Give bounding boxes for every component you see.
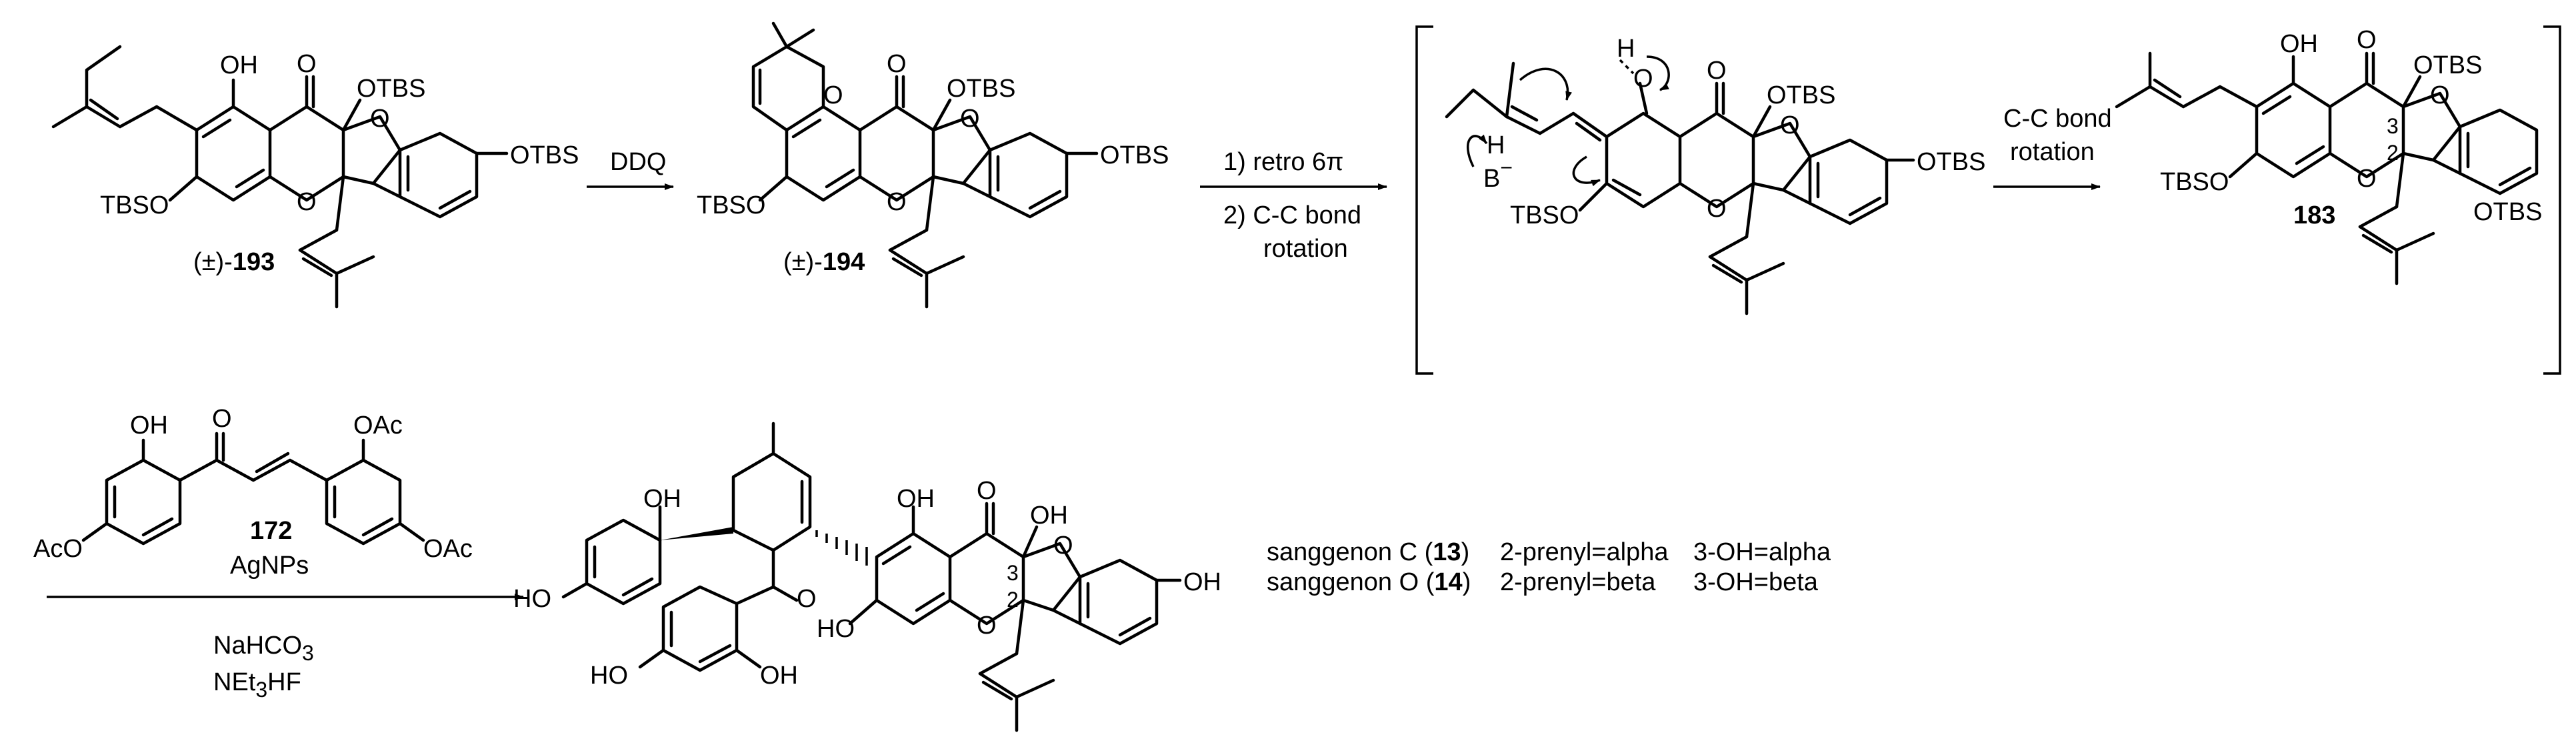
atom-label: OH bbox=[897, 485, 935, 513]
compound-183-structure bbox=[2115, 51, 2539, 285]
atom-label: O bbox=[797, 585, 817, 613]
atom-label: O bbox=[1707, 195, 1727, 223]
atom-label: OTBS bbox=[2473, 198, 2542, 226]
product-13-oh: 3-OH=alpha bbox=[1693, 538, 1831, 566]
atom-label: OTBS bbox=[1917, 148, 1985, 176]
atom-label: O bbox=[960, 105, 980, 133]
atom-label: OTBS bbox=[357, 75, 425, 103]
atom-label: OAc bbox=[353, 412, 403, 440]
product-14-name: sanggenon O (14) bbox=[1267, 568, 1471, 596]
arrow-2-step-2: 2) C-C bond bbox=[1223, 201, 1361, 229]
atom-label: OTBS bbox=[510, 141, 579, 169]
atom-label: H bbox=[1617, 35, 1635, 63]
left-bracket bbox=[1415, 25, 1433, 375]
atom-label: O bbox=[297, 188, 317, 216]
atom-label: O bbox=[977, 477, 997, 505]
atom-label: O bbox=[1707, 57, 1727, 85]
atom-label: TBSO bbox=[100, 191, 169, 219]
product-13-name: sanggenon C (13) bbox=[1267, 538, 1469, 566]
right-bracket bbox=[2543, 25, 2561, 375]
atom-label: O bbox=[887, 50, 907, 78]
atom-label: OH bbox=[643, 485, 681, 513]
position-label: 2 bbox=[2387, 141, 2399, 165]
arrow-4-reagent-3: NEt3HF bbox=[213, 668, 301, 702]
atom-label: HO bbox=[513, 585, 551, 613]
atom-label: TBSO bbox=[2160, 168, 2229, 196]
atom-label: O bbox=[823, 81, 843, 109]
compound-172-structure bbox=[81, 432, 425, 546]
atom-label: OTBS bbox=[1767, 81, 1835, 109]
compound-194-structure bbox=[751, 21, 1099, 309]
atom-label: O bbox=[1633, 65, 1653, 93]
atom-label: OAc bbox=[423, 535, 473, 563]
base-label: B− bbox=[1483, 155, 1513, 193]
atom-label: O bbox=[370, 105, 390, 133]
atom-label: TBSO bbox=[1510, 201, 1579, 229]
atom-label: O bbox=[887, 188, 907, 216]
arrow-3-line-2: rotation bbox=[2010, 138, 2095, 166]
compound-172-label: 172 bbox=[250, 517, 292, 545]
atom-label: O bbox=[297, 50, 317, 78]
sanggenon-structure bbox=[561, 422, 1182, 732]
atom-label: OH bbox=[130, 412, 168, 440]
atom-label: OH bbox=[1030, 502, 1068, 530]
arrow-2-step-2b: rotation bbox=[1263, 235, 1348, 263]
atom-label: O bbox=[1780, 111, 1800, 139]
compound-183-label: 183 bbox=[2293, 201, 2335, 229]
arrow-1-reagent: DDQ bbox=[610, 148, 666, 176]
compound-193-label: (±)-193 bbox=[193, 248, 275, 276]
atom-label: HO bbox=[590, 662, 628, 690]
product-14-oh: 3-OH=beta bbox=[1693, 568, 1819, 596]
intermediate-structure bbox=[1445, 55, 1915, 315]
arrow-4-reagent-2: NaHCO3 bbox=[213, 632, 314, 665]
arrow-3-line-1: C-C bond bbox=[2003, 105, 2112, 133]
position-label: 3 bbox=[1007, 561, 1019, 585]
compound-194-label: (±)-194 bbox=[783, 248, 865, 276]
atom-label: OH bbox=[760, 662, 798, 690]
atom-label: O bbox=[2357, 26, 2377, 54]
product-14-prenyl: 2-prenyl=beta bbox=[1500, 568, 1656, 596]
atom-label: OTBS bbox=[1100, 141, 1169, 169]
product-13-prenyl: 2-prenyl=alpha bbox=[1500, 538, 1669, 566]
arrow-4-reagent-1: AgNPs bbox=[230, 552, 309, 580]
position-label: 2 bbox=[1007, 588, 1019, 612]
atom-label: OH bbox=[220, 51, 258, 79]
atom-label: O bbox=[212, 405, 232, 433]
position-label: 3 bbox=[2387, 114, 2399, 138]
atom-label: O bbox=[2357, 165, 2377, 193]
compound-193-structure bbox=[51, 45, 509, 309]
atom-label: OTBS bbox=[947, 75, 1015, 103]
product-legend: sanggenon C (13) 2-prenyl=alpha 3-OH=alp… bbox=[1267, 538, 1831, 596]
atom-label: OH bbox=[1183, 568, 1221, 596]
atom-label: OTBS bbox=[2413, 51, 2482, 79]
atom-label: OH bbox=[2280, 30, 2318, 58]
arrow-2-step-1: 1) retro 6π bbox=[1223, 148, 1343, 176]
atom-label: HO bbox=[817, 615, 855, 643]
atom-label: H bbox=[1487, 131, 1505, 159]
atom-label: TBSO bbox=[697, 191, 765, 219]
atom-label: O bbox=[977, 612, 997, 640]
atom-label: O bbox=[1053, 532, 1073, 560]
atom-label: O bbox=[2430, 81, 2450, 109]
atom-label: AcO bbox=[33, 535, 83, 563]
